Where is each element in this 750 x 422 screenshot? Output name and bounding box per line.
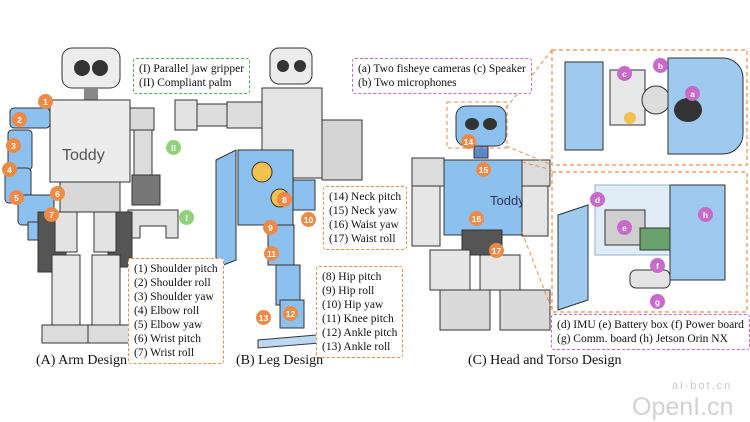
- badge-arm-7: 7: [44, 207, 59, 222]
- arm-joint-7: (7) Wrist roll: [134, 347, 195, 359]
- robot-b: [174, 47, 363, 349]
- badge-arm-4: 4: [2, 162, 17, 177]
- badge-parallel-gripper: I: [179, 210, 194, 225]
- gripper-legend: (I) Parallel jaw gripper (II) Compliant …: [133, 58, 251, 94]
- neck-joint-14: (14) Neck pitch: [329, 191, 402, 203]
- exploded-torso: [557, 184, 726, 311]
- leg-joint-13: (13) Ankle roll: [322, 341, 391, 353]
- badge-leg-13: 13: [256, 310, 271, 325]
- badge-part-b-microphones: b: [653, 58, 668, 73]
- leg-joint-11: (11) Knee pitch: [322, 313, 394, 325]
- neck-joint-15: (15) Neck yaw: [329, 205, 398, 217]
- caption-leg: (B) Leg Design: [236, 353, 324, 368]
- badge-leg-8: 8: [277, 192, 292, 207]
- waist-joint-16: (16) Waist yaw: [329, 219, 399, 231]
- torso-logo-c: Toddy: [490, 193, 525, 208]
- watermark-small: ai-bot.cn: [672, 380, 733, 392]
- badge-torso-16: 16: [469, 211, 484, 226]
- badge-torso-15: 15: [476, 162, 491, 177]
- badge-leg-9: 9: [263, 220, 278, 235]
- caption-head-torso: (C) Head and Torso Design: [468, 353, 622, 368]
- caption-arm: (A) Arm Design: [36, 353, 127, 368]
- leg-joint-12: (12) Ankle pitch: [322, 327, 398, 339]
- leg-joint-8: (8) Hip pitch: [322, 271, 382, 283]
- badge-part-d-imu: d: [590, 192, 605, 207]
- torso-legend: (d) IMU (e) Battery box (f) Power board …: [551, 314, 750, 350]
- torso-legend-line-1: (d) IMU (e) Battery box (f) Power board: [557, 319, 744, 331]
- badge-leg-11: 11: [264, 246, 279, 261]
- badge-compliant-palm: II: [166, 140, 181, 155]
- arm-joints-legend: (1) Shoulder pitch (2) Shoulder roll (3)…: [128, 258, 224, 364]
- leg-joints-legend: (8) Hip pitch (9) Hip roll (10) Hip yaw …: [316, 266, 404, 358]
- torso-logo-a: Toddy: [62, 147, 105, 164]
- badge-arm-5: 5: [9, 190, 24, 205]
- badge-part-e-battery: e: [617, 220, 632, 235]
- badge-part-f-power: f: [650, 258, 665, 273]
- badge-torso-14: 14: [461, 134, 476, 149]
- badge-torso-17: 17: [489, 243, 504, 258]
- waist-joint-17: (17) Waist roll: [329, 233, 396, 245]
- head-legend-line-1: (a) Two fisheye cameras (c) Speaker: [358, 63, 526, 75]
- gripper-legend-line-1: (I) Parallel jaw gripper: [139, 63, 245, 75]
- badge-arm-1: 1: [38, 94, 53, 109]
- arm-joint-3: (3) Shoulder yaw: [134, 291, 214, 303]
- arm-joint-6: (6) Wrist pitch: [134, 333, 202, 345]
- arm-joint-4: (4) Elbow roll: [134, 305, 200, 317]
- badge-leg-10: 10: [301, 212, 316, 227]
- badge-part-h-jetson: h: [698, 207, 713, 222]
- neck-waist-legend: (14) Neck pitch (15) Neck yaw (16) Waist…: [323, 186, 408, 250]
- head-legend: (a) Two fisheye cameras (c) Speaker (b) …: [352, 58, 532, 94]
- badge-part-g-comm: g: [650, 294, 665, 309]
- torso-legend-line-2: (g) Comm. board (h) Jetson Orin NX: [557, 333, 728, 345]
- arm-joint-1: (1) Shoulder pitch: [134, 263, 218, 275]
- leg-joint-9: (9) Hip roll: [322, 285, 375, 297]
- badge-part-c-speaker: c: [617, 66, 632, 81]
- arm-joint-2: (2) Shoulder roll: [134, 277, 211, 289]
- badge-arm-2: 2: [12, 112, 27, 127]
- leg-joint-10: (10) Hip yaw: [322, 299, 384, 311]
- gripper-legend-line-2: (II) Compliant palm: [139, 77, 232, 89]
- badge-arm-3: 3: [6, 138, 21, 153]
- badge-part-a-cameras: a: [685, 86, 700, 101]
- badge-leg-12: 12: [283, 306, 298, 321]
- arm-joint-5: (5) Elbow yaw: [134, 319, 203, 331]
- watermark-big: OpenI.cn: [632, 393, 734, 421]
- badge-arm-6: 6: [50, 186, 65, 201]
- head-legend-line-2: (b) Two microphones: [358, 77, 457, 89]
